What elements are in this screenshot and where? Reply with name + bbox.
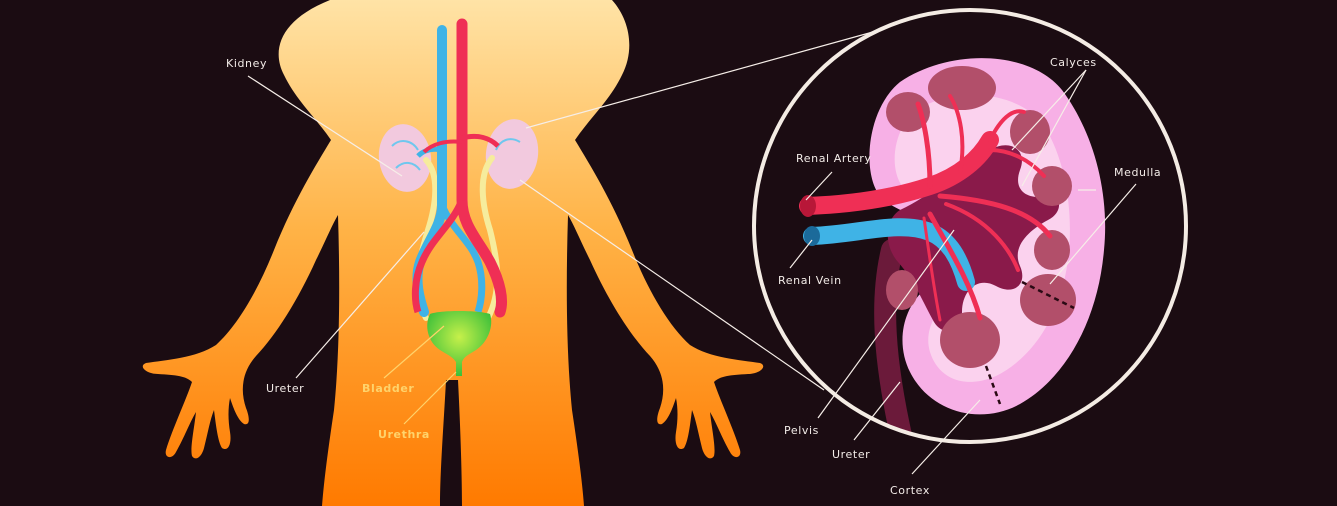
right-kidney	[485, 119, 539, 189]
magnifier-ring	[752, 8, 1188, 444]
artery-branches	[915, 94, 1053, 322]
leader-renal-vein	[789, 239, 813, 269]
label-renal-artery: Renal Artery	[796, 152, 872, 165]
label-bladder: Bladder	[362, 382, 414, 395]
label-ureter-body: Ureter	[266, 382, 304, 395]
label-renal-vein: Renal Vein	[778, 274, 842, 287]
label-pelvis: Pelvis	[784, 424, 819, 437]
detail-ureter	[874, 239, 913, 442]
leader-calyces-2	[1021, 69, 1087, 187]
leader-ureter-body	[295, 231, 425, 379]
body-silhouette	[142, 0, 764, 506]
leader-cortex	[911, 399, 981, 475]
label-kidney: Kidney	[226, 57, 267, 70]
aorta	[456, 18, 508, 318]
leader-pelvis	[817, 229, 955, 419]
left-kidney	[378, 124, 432, 192]
leader-urethra	[403, 371, 457, 425]
label-medulla: Medulla	[1114, 166, 1161, 179]
label-cortex: Cortex	[890, 484, 930, 497]
leader-ureter-detail	[853, 381, 901, 441]
label-ureter-detail: Ureter	[832, 448, 870, 461]
leader-kidney	[247, 75, 403, 177]
leader-bladder	[383, 325, 445, 379]
renal-artery	[799, 131, 999, 215]
leader-medulla	[1049, 183, 1137, 285]
label-calyces: Calyces	[1050, 56, 1097, 69]
renal-pelvis	[887, 145, 1060, 332]
zoom-line-top	[525, 29, 881, 129]
body-urinary-system	[378, 18, 539, 376]
leader-renal-artery	[805, 171, 833, 201]
leader-calyces-1	[1011, 69, 1087, 151]
magnified-kidney	[799, 58, 1106, 442]
zoom-line-bottom	[519, 179, 825, 391]
label-urethra: Urethra	[378, 428, 430, 441]
